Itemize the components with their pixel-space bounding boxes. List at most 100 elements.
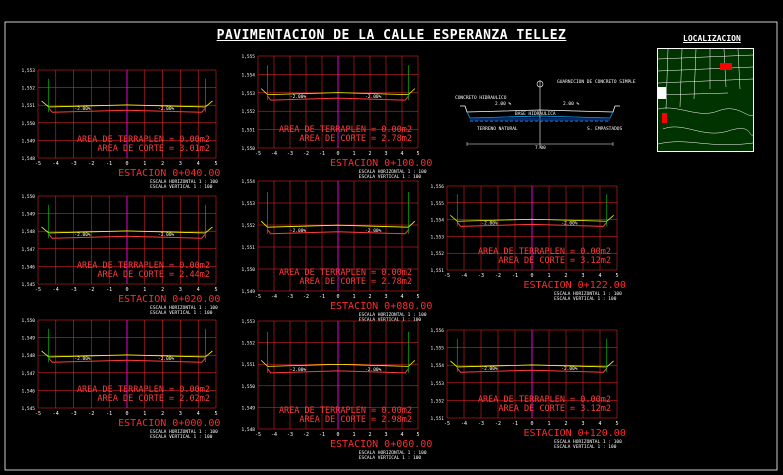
x-tick-label: 3 [384, 294, 387, 300]
scale-vertical: ESCALA VERTICAL 1 : 100 [358, 318, 422, 323]
cut-area: AREA DE CORTE = 3.12m2 [498, 256, 611, 266]
x-tick-label: -5 [444, 273, 450, 279]
scale-horizontal: ESCALA HORIZONTAL 1 : 100 [554, 292, 622, 297]
x-tick-label: -1 [319, 294, 325, 300]
x-tick-label: 0 [530, 421, 533, 427]
natural-ground-line [41, 226, 213, 234]
y-tick-label: 1,550 [241, 267, 255, 273]
y-tick-label: 1,552 [21, 86, 35, 92]
y-tick-label: 1,550 [21, 121, 35, 127]
slope-label: -2.00% [365, 94, 382, 100]
x-tick-label: 2 [368, 432, 371, 438]
scale-horizontal: ESCALA HORIZONTAL 1 : 100 [358, 451, 427, 456]
x-tick-label: -4 [53, 287, 59, 293]
scale-horizontal: ESCALA HORIZONTAL 1 : 100 [150, 306, 218, 311]
slope-label: -2.00% [290, 228, 307, 234]
y-tick-label: 1,550 [241, 146, 255, 152]
y-tick-label: 1,553 [241, 91, 255, 97]
x-tick-label: 2 [368, 151, 371, 157]
slope-label: -2.00% [481, 220, 498, 226]
slope-label: -2.00% [481, 366, 498, 372]
x-tick-label: 1 [352, 151, 355, 157]
y-tick-label: 1,552 [430, 398, 444, 404]
x-tick-label: -1 [106, 287, 112, 293]
fill-area: AREA DE TERRAPLEN = 0.00m2 [76, 261, 210, 271]
y-tick-label: 1,552 [241, 341, 255, 347]
drawing-title: PAVIMENTACION DE LA CALLE ESPERANZA TELL… [216, 28, 567, 43]
x-tick-label: -1 [512, 421, 518, 427]
natural-ground-line [450, 360, 614, 368]
cut-area: AREA DE CORTE = 2.78m2 [299, 277, 412, 287]
y-tick-label: 1,549 [21, 212, 35, 218]
scale-vertical: ESCALA VERTICAL 1 : 100 [554, 297, 617, 302]
natural-ground-line [41, 100, 213, 108]
fill-area: AREA DE TERRAPLEN = 0.00m2 [76, 385, 210, 395]
slope-label: -2.00% [158, 356, 175, 362]
y-tick-label: 1,552 [241, 109, 255, 115]
x-tick-label: 4 [197, 411, 200, 417]
design-profile-line [267, 368, 409, 374]
x-tick-label: -4 [461, 421, 467, 427]
scale-horizontal: ESCALA HORIZONTAL 1 : 100 [358, 313, 427, 318]
x-tick-label: -3 [287, 294, 293, 300]
section-label-natural: TERRENO NATURAL [477, 127, 518, 132]
x-tick-label: 4 [598, 273, 601, 279]
slope-label: -2.00% [158, 232, 175, 238]
scale-vertical: ESCALA VERTICAL 1 : 100 [554, 445, 617, 450]
x-tick-label: 2 [564, 273, 567, 279]
y-tick-label: 1,549 [21, 336, 35, 342]
x-tick-label: 3 [179, 411, 182, 417]
scale-horizontal: ESCALA HORIZONTAL 1 : 100 [554, 440, 622, 445]
fill-area: AREA DE TERRAPLEN = 0.00m2 [278, 268, 412, 278]
x-tick-label: 0 [125, 161, 128, 167]
x-tick-label: 3 [384, 151, 387, 157]
x-tick-label: 1 [143, 287, 146, 293]
y-tick-label: 1,550 [21, 318, 35, 324]
y-tick-label: 1,549 [241, 405, 255, 411]
y-tick-label: 1,549 [21, 138, 35, 144]
x-tick-label: -5 [255, 151, 261, 157]
y-tick-label: 1,549 [241, 289, 255, 295]
y-tick-label: 1,548 [21, 229, 35, 235]
x-tick-label: 4 [400, 432, 403, 438]
scale-vertical: ESCALA VERTICAL 1 : 100 [358, 456, 422, 461]
x-tick-label: 2 [161, 161, 164, 167]
y-tick-label: 1,551 [21, 103, 35, 109]
natural-ground-line [260, 88, 416, 96]
station-label: ESTACION 0+060.00 [330, 439, 433, 450]
x-tick-label: 2 [161, 411, 164, 417]
y-tick-label: 1,556 [430, 328, 444, 334]
x-tick-label: -1 [106, 161, 112, 167]
x-tick-label: -4 [271, 294, 277, 300]
typical-section: CONCRETO HIDRAULICO GUARNICION DE CONCRE… [455, 76, 645, 154]
y-tick-label: 1,554 [241, 72, 255, 78]
x-tick-label: 3 [179, 161, 182, 167]
x-tick-label: -2 [495, 273, 501, 279]
x-tick-label: 0 [125, 411, 128, 417]
fill-area: AREA DE TERRAPLEN = 0.00m2 [278, 406, 412, 416]
x-tick-label: 2 [161, 287, 164, 293]
slope-label: -2.00% [74, 106, 91, 112]
station-label: ESTACION 0+100.00 [330, 158, 433, 169]
y-tick-label: 1,545 [21, 406, 35, 412]
x-tick-label: 5 [615, 421, 618, 427]
section-label-right: S. EMPASTADOS [587, 127, 623, 132]
x-tick-label: -5 [35, 411, 41, 417]
x-tick-label: -5 [35, 287, 41, 293]
cut-area: AREA DE CORTE = 2.98m2 [299, 415, 412, 425]
slope-label: -2.00% [290, 94, 307, 100]
x-tick-label: -4 [461, 273, 467, 279]
x-tick-label: 0 [530, 273, 533, 279]
x-tick-label: -2 [88, 161, 94, 167]
x-tick-label: -2 [495, 421, 501, 427]
y-tick-label: 1,553 [21, 68, 35, 74]
design-profile-line [267, 95, 409, 101]
